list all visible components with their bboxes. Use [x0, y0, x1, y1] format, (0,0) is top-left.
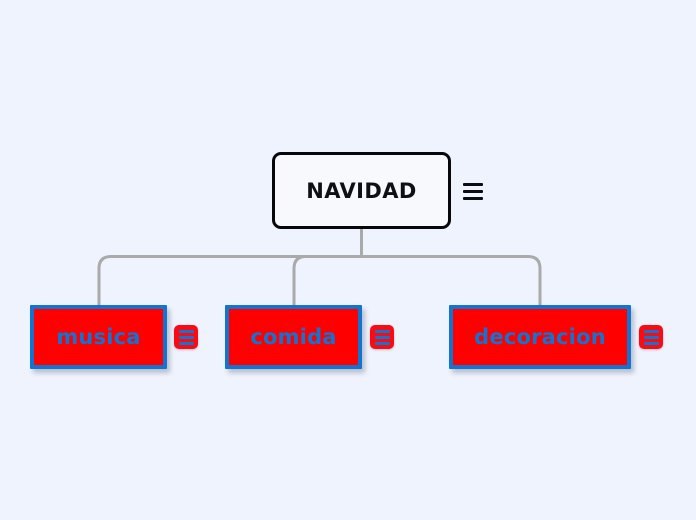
menu-bar	[643, 335, 659, 339]
mindmap-root-node[interactable]: NAVIDAD	[272, 152, 451, 229]
mindmap-child-node-comida[interactable]: comida	[225, 305, 362, 369]
connector-to-comida	[292, 255, 362, 305]
menu-bar	[374, 335, 390, 339]
root-node-label: NAVIDAD	[306, 178, 417, 203]
connector-to-decoracion	[361, 255, 542, 305]
menu-bar	[178, 341, 194, 345]
mindmap-child-node-musica[interactable]: musica	[30, 305, 167, 369]
menu-bar	[178, 329, 194, 333]
child-node-label: musica	[56, 325, 141, 349]
root-hamburger-menu-icon[interactable]	[462, 180, 484, 202]
menu-bar	[463, 196, 483, 200]
menu-bar	[463, 189, 483, 193]
menu-bar	[643, 329, 659, 333]
menu-bar	[374, 341, 390, 345]
menu-bar	[178, 335, 194, 339]
child-hamburger-menu-icon-comida[interactable]	[370, 325, 394, 349]
menu-bar	[643, 341, 659, 345]
child-node-label: decoracion	[474, 325, 606, 349]
menu-bar	[374, 329, 390, 333]
child-node-label: comida	[250, 325, 337, 349]
child-hamburger-menu-icon-musica[interactable]	[174, 325, 198, 349]
mindmap-child-node-decoracion[interactable]: decoracion	[449, 305, 631, 369]
menu-bar	[463, 182, 483, 186]
child-hamburger-menu-icon-decoracion[interactable]	[639, 325, 663, 349]
connector-to-musica	[97, 255, 362, 305]
